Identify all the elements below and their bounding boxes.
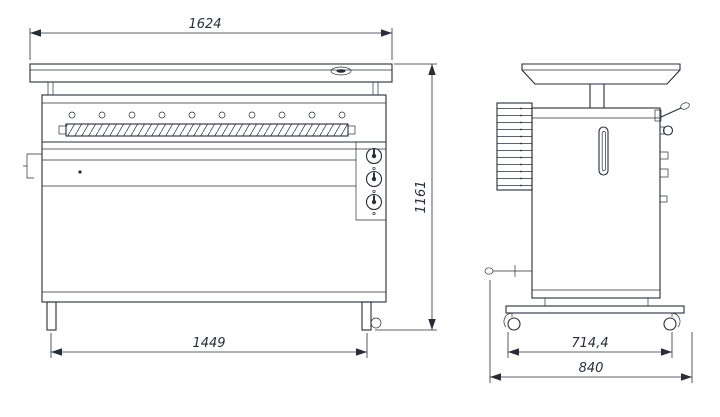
lever-arm — [660, 107, 682, 118]
control-knobs — [365, 147, 383, 216]
burner-circle — [278, 111, 286, 119]
knob[interactable] — [365, 170, 383, 188]
side-view — [484, 63, 690, 331]
knob-pointer — [373, 149, 375, 155]
burner-circle — [338, 111, 346, 119]
burner-circle — [98, 111, 106, 119]
base-rail — [505, 305, 685, 314]
leg — [46, 301, 57, 331]
knob-center — [371, 153, 377, 159]
knob-ring — [365, 170, 383, 188]
caster-wheel — [663, 317, 677, 331]
crank-handle[interactable] — [484, 265, 532, 277]
dim-label-side-outer: 840 — [579, 361, 604, 376]
body-outline — [41, 94, 387, 303]
dim-label-front-top: 1624 — [188, 17, 221, 32]
burner-row — [68, 111, 346, 119]
burner-circle — [188, 111, 196, 119]
grill-bar-end — [58, 125, 67, 135]
dim-label-side-inner: 714,4 — [571, 336, 608, 351]
dim-front-height: 1161 — [375, 63, 437, 331]
knob-side[interactable] — [659, 168, 669, 178]
lever-knob — [680, 102, 690, 110]
dim-front-top-width: 1624 — [29, 17, 393, 60]
burner-circle — [128, 111, 136, 119]
dim-front-bottom-width: 1449 — [50, 333, 368, 358]
caster-wheel — [370, 317, 382, 329]
grill-bar — [65, 123, 349, 137]
door-handle-slot — [601, 131, 606, 171]
knob-pointer — [373, 195, 375, 201]
dim-side-outer-width: 840 — [489, 280, 693, 383]
panel-screw — [372, 211, 376, 216]
igniter-button — [336, 69, 346, 73]
caster-wheel — [507, 317, 521, 331]
countertop-profile — [521, 63, 681, 85]
dim-label-front-height: 1161 — [414, 180, 429, 213]
dim-side-inner-width: 714,4 — [507, 332, 673, 358]
countertop-slab — [29, 63, 393, 83]
front-legs — [46, 301, 382, 331]
lever-bracket — [654, 109, 662, 122]
knob-center — [371, 176, 377, 182]
dim-label-front-bottom: 1449 — [192, 336, 225, 351]
side-body — [496, 102, 661, 299]
caster-hook — [671, 312, 681, 328]
crank-knob — [484, 267, 494, 275]
knob-side[interactable] — [659, 195, 668, 203]
knob-pointer — [373, 172, 375, 178]
burner-circle — [308, 111, 316, 119]
burner-circle — [248, 111, 256, 119]
burner-circle — [68, 111, 76, 119]
side-bracket — [23, 153, 42, 179]
grill-bar-end — [347, 125, 356, 135]
knob-ring — [365, 193, 383, 211]
burner-circle — [158, 111, 166, 119]
base-frame — [503, 298, 685, 331]
front-body — [41, 94, 387, 303]
side-countertop — [521, 63, 681, 108]
side-lever[interactable] — [654, 102, 690, 122]
igniter-outline — [330, 66, 352, 76]
knob[interactable] — [365, 193, 383, 211]
pilot-light — [78, 170, 82, 174]
panel-screw — [372, 166, 376, 171]
knob-ring — [365, 147, 383, 165]
vent-grille — [496, 102, 533, 191]
panel-screw — [372, 189, 376, 194]
knob-side[interactable] — [659, 151, 669, 160]
front-countertop — [29, 63, 393, 95]
grill-element — [58, 123, 356, 137]
leg — [361, 301, 372, 331]
caster-hook — [503, 312, 513, 328]
knob-side[interactable] — [662, 125, 674, 136]
knob[interactable] — [365, 147, 383, 165]
front-view — [23, 63, 393, 331]
body-outline — [531, 107, 661, 299]
knob-center — [371, 199, 377, 205]
dimensions: 1624 1449 1161 714,4 840 — [29, 17, 693, 383]
side-knobs — [659, 125, 674, 203]
door-handle[interactable] — [598, 126, 609, 176]
burner-circle — [218, 111, 226, 119]
